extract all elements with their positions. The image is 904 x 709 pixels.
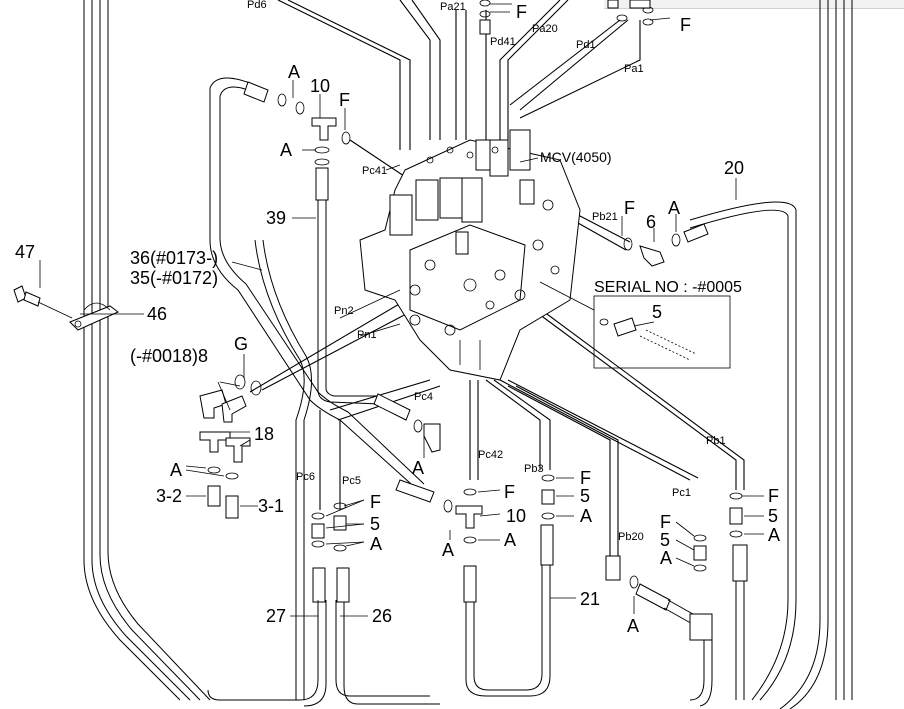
letter-A4: A bbox=[170, 460, 182, 480]
leader-lines bbox=[39, 3, 764, 617]
label-pn2: Pn2 bbox=[334, 305, 354, 317]
part-10-bottom: 10 bbox=[506, 506, 526, 526]
label-pd41: Pd41 bbox=[490, 36, 516, 48]
letter-A11: A bbox=[660, 548, 672, 568]
letter-A1: A bbox=[288, 62, 300, 82]
serial-box bbox=[539, 281, 731, 369]
part-5-c1: 5 bbox=[660, 530, 670, 550]
part-47: 47 bbox=[15, 242, 35, 262]
part-39: 39 bbox=[266, 208, 286, 228]
label-pc6: Pc6 bbox=[296, 471, 315, 483]
left-fittings bbox=[199, 374, 262, 519]
letter-F2: F bbox=[680, 15, 691, 35]
fitting-letters: F F F F F F F F F A A A A A A A A A A A … bbox=[170, 2, 780, 636]
part-10-top: 10 bbox=[310, 76, 330, 96]
hoses-27-26 bbox=[207, 567, 440, 707]
letter-F1: F bbox=[516, 2, 527, 22]
part-20: 20 bbox=[724, 158, 744, 178]
part-5-b3: 5 bbox=[580, 486, 590, 506]
letter-F7: F bbox=[580, 468, 591, 488]
part-27: 27 bbox=[266, 606, 286, 626]
letter-F5: F bbox=[370, 492, 381, 512]
label-pc1: Pc1 bbox=[672, 487, 691, 499]
letter-A12: A bbox=[627, 616, 639, 636]
label-pc5: Pc5 bbox=[342, 475, 361, 487]
letter-A7: A bbox=[442, 540, 454, 560]
label-mcv: MCV(4050) bbox=[540, 149, 612, 165]
part-numbers: 47 46 36(#0173-) 35(-#0172) 39 10 10 20 … bbox=[15, 76, 778, 626]
letter-F3: F bbox=[339, 90, 350, 110]
label-pb1: Pb1 bbox=[706, 435, 726, 447]
left-frame-pipes bbox=[83, 0, 211, 701]
letter-A2: A bbox=[280, 140, 292, 160]
letter-A8: A bbox=[504, 530, 516, 550]
part-5-serial: 5 bbox=[652, 302, 662, 322]
label-pb3: Pb3 bbox=[524, 463, 544, 475]
upper-left-fittings bbox=[243, 81, 411, 421]
letter-G1: G bbox=[234, 334, 248, 354]
clamp-46-47 bbox=[13, 285, 119, 331]
letter-F8: F bbox=[768, 486, 779, 506]
signal-labels: Pd6 Pa21 Pd41 Pa20 Pd1 Pa1 Pc41 MCV(4050… bbox=[247, 0, 742, 543]
letter-A6: A bbox=[370, 534, 382, 554]
part-21: 21 bbox=[580, 589, 600, 609]
label-pc42: Pc42 bbox=[478, 449, 503, 461]
label-pb20: Pb20 bbox=[618, 531, 644, 543]
part-26: 26 bbox=[372, 606, 392, 626]
label-pa1: Pa1 bbox=[624, 63, 644, 75]
part-3-1: 3-1 bbox=[258, 496, 284, 516]
part-36: 36(#0173-) bbox=[130, 248, 218, 268]
label-pd1: Pd1 bbox=[576, 39, 596, 51]
fitting-stacks bbox=[311, 419, 743, 641]
letter-F9: F bbox=[660, 512, 671, 532]
letter-A3: A bbox=[668, 198, 680, 218]
right-hoses bbox=[689, 0, 853, 709]
letter-F4: F bbox=[624, 198, 635, 218]
part-18: 18 bbox=[254, 424, 274, 444]
top-fittings bbox=[479, 0, 654, 35]
part-5-c5: 5 bbox=[370, 514, 380, 534]
label-pd6: Pd6 bbox=[247, 0, 267, 11]
letter-F6: F bbox=[504, 482, 515, 502]
letter-A9: A bbox=[580, 506, 592, 526]
hose-36-35 bbox=[209, 77, 425, 700]
letter-A10: A bbox=[768, 525, 780, 545]
label-pa21: Pa21 bbox=[440, 1, 466, 13]
fitting-6-20 bbox=[623, 223, 709, 267]
part-3-2: 3-2 bbox=[156, 486, 182, 506]
letter-A5: A bbox=[412, 458, 424, 478]
part-46: 46 bbox=[147, 304, 167, 324]
label-pc41: Pc41 bbox=[362, 165, 387, 177]
label-pb21: Pb21 bbox=[592, 211, 618, 223]
main-control-valve bbox=[359, 129, 581, 381]
label-serial: SERIAL NO : -#0005 bbox=[594, 279, 742, 296]
part-5-b1: 5 bbox=[768, 506, 778, 526]
dialog-edge bbox=[604, 0, 904, 9]
label-pc4: Pc4 bbox=[414, 391, 433, 403]
hose-21 bbox=[463, 524, 554, 697]
label-pn1: Pn1 bbox=[357, 329, 377, 341]
label-pa20: Pa20 bbox=[532, 23, 558, 35]
part-35: 35(-#0172) bbox=[130, 268, 218, 288]
part-6: 6 bbox=[646, 212, 656, 232]
part-8: (-#0018)8 bbox=[130, 346, 208, 366]
